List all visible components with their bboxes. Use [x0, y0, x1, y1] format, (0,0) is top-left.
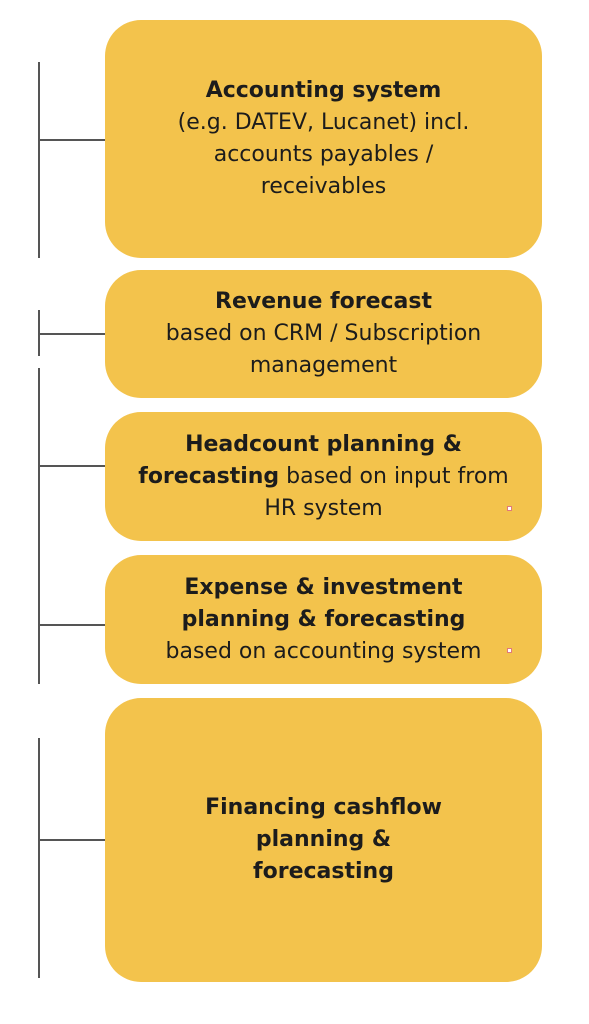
financing-cashflow-title: Financing cashflow planning & forecastin… — [205, 795, 442, 884]
connector-vertical-1 — [38, 62, 40, 258]
connector-horizontal-1 — [38, 139, 106, 141]
financing-cashflow-box: Financing cashflow planning & forecastin… — [105, 698, 542, 982]
revenue-forecast-title: Revenue forecast — [215, 289, 432, 314]
connector-vertical-3 — [38, 368, 40, 684]
connector-horizontal-4 — [38, 624, 106, 626]
connector-horizontal-5 — [38, 839, 106, 841]
revenue-forecast-box: Revenue forecast based on CRM / Subscrip… — [105, 270, 542, 398]
connector-horizontal-3 — [38, 465, 106, 467]
expense-investment-description: based on accounting system — [165, 638, 482, 664]
expense-investment-title: Expense & investment planning & forecast… — [181, 574, 466, 632]
anchor-marker — [507, 648, 512, 653]
accounting-system-box: Accounting system (e.g. DATEV, Lucanet) … — [105, 20, 542, 258]
connector-horizontal-2 — [38, 333, 106, 335]
expense-investment-box: Expense & investment planning & forecast… — [105, 555, 542, 684]
headcount-planning-box: Headcount planning & forecasting based o… — [105, 412, 542, 541]
accounting-system-description: (e.g. DATEV, Lucanet) incl. accounts pay… — [177, 110, 470, 199]
headcount-planning-title: Headcount planning & forecasting — [138, 431, 462, 489]
headcount-planning-description: based on input from HR system — [264, 463, 509, 521]
anchor-marker — [507, 506, 512, 511]
connector-vertical-4 — [38, 738, 40, 978]
accounting-system-title: Accounting system — [205, 78, 442, 103]
revenue-forecast-description: based on CRM / Subscription management — [165, 321, 482, 378]
